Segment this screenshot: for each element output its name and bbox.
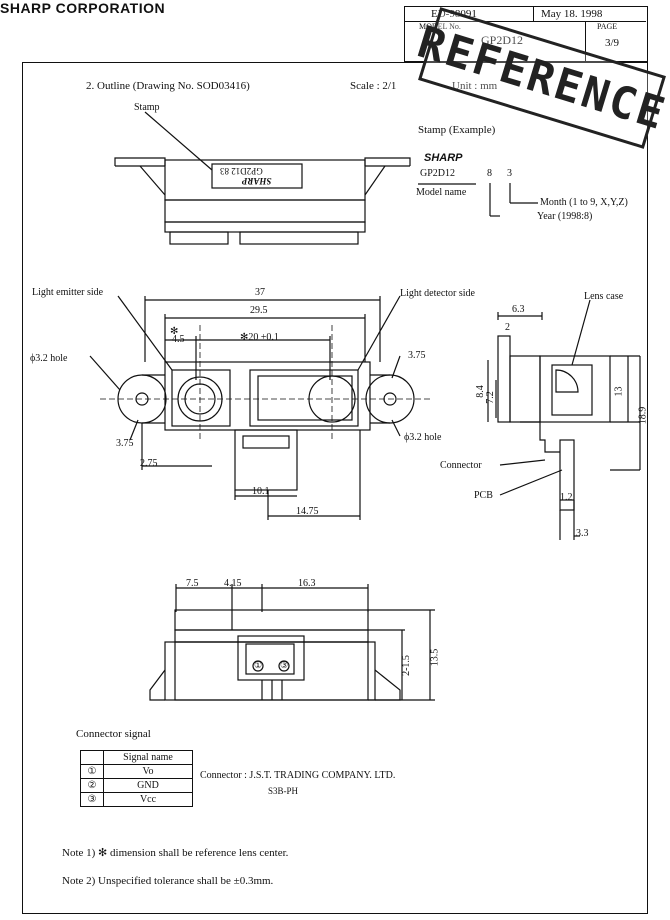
dim-1-2: 1.2 [560,492,573,503]
hole-right-label: ϕ3.2 hole [404,432,442,443]
dim-4-5: 4.5 [172,334,185,345]
signal-name: Vo [103,764,193,779]
doc-date: May 18. 1998 [541,8,603,20]
note-1: Note 1) ✻ dimension shall be reference l… [62,847,289,859]
dim-13: 13 [613,386,625,397]
note-2: Note 2) Unspecified tolerance shall be ±… [62,875,274,887]
light-emitter-label: Light emitter side [32,287,104,298]
dim-10-1: 10.1 [252,486,270,497]
stamp-example-heading: Stamp (Example) [418,124,496,136]
stamp-example-brand: SHARP [424,152,463,164]
pcb-label: PCB [474,490,493,501]
dim-2-1-5: 2-1.5 [400,655,412,676]
pin-number: ② [80,778,104,793]
dim-13-5: 13.5 [429,648,441,667]
stamp-example-model: GP2D12 [420,168,456,179]
signal-table: Signal name ① Vo ② GND ③ Vcc [80,750,193,807]
connector-part: S3B-PH [268,786,299,796]
lens-case-label: Lens case [584,291,624,302]
dim-29-5: 29.5 [250,305,268,316]
stamp-example-year-digit: 8 [487,168,492,179]
dim-2: 2 [505,322,510,333]
dim-2-75: 2.75 [140,458,158,469]
dim-20: ✻20 ±0.1 [240,332,279,343]
dim-6-3: 6.3 [512,304,525,315]
pin-1-mark: ① [254,660,263,670]
dim-4-15: 4.15 [224,578,242,589]
stamp-example-month-digit: 3 [507,168,512,179]
table-row: ① Vo [80,764,193,779]
connector-signal-heading: Connector signal [76,728,151,740]
asterisk-mark: ✻ [170,326,179,337]
signal-name: Vcc [103,792,193,807]
stamp-month-note: Month (1 to 9, X,Y,Z) [540,197,628,208]
pin-number: ① [80,764,104,779]
table-row: ② GND [80,778,193,793]
stamp-label: Stamp [134,102,160,113]
dim-3-75-right: 3.75 [408,350,426,361]
stamp-text-model: GP2D12 83 [220,166,263,176]
dim-7-2: 7.2 [484,391,496,404]
dim-16-3: 16.3 [298,578,316,589]
dim-14-75: 14.75 [296,506,319,517]
drawing-sheet [22,62,648,914]
table-header-signal: Signal name [103,750,193,765]
pin-3-mark: ③ [280,660,289,670]
table-header-row: Signal name [80,750,193,765]
dim-3-75-left: 3.75 [116,438,134,449]
hole-left-label: ϕ3.2 hole [30,353,68,364]
unit-label: Unit : mm [452,80,498,92]
page-label: PAGE [597,22,618,31]
doc-number: ED-98091 [431,8,477,20]
connector-label: Connector [440,460,482,471]
connector-maker: Connector : J.S.T. TRADING COMPANY. LTD. [200,770,396,781]
dim-37: 37 [255,287,265,298]
outline-title: 2. Outline (Drawing No. SOD03416) [86,80,250,92]
company-name: SHARP CORPORATION [0,0,166,16]
dim-7-5: 7.5 [186,578,199,589]
table-header-blank [80,750,104,765]
dim-18-9: 18.9 [637,406,649,425]
table-row: ③ Vcc [80,792,193,807]
light-detector-label: Light detector side [400,288,475,299]
model-number: GP2D12 [481,33,524,47]
stamp-model-name: Model name [416,187,467,198]
stamp-text-brand: SHARP [242,176,272,186]
title-block: ED-98091 May 18. 1998 MODEL No. GP2D12 P… [404,6,648,62]
page-number: 3/9 [605,37,620,49]
signal-name: GND [103,778,193,793]
pin-number: ③ [80,792,104,807]
model-label: MODEL No. [419,22,461,31]
dim-3-3: 3.3 [576,528,589,539]
stamp-year-note: Year (1998:8) [537,211,593,222]
scale-label: Scale : 2/1 [350,80,397,92]
